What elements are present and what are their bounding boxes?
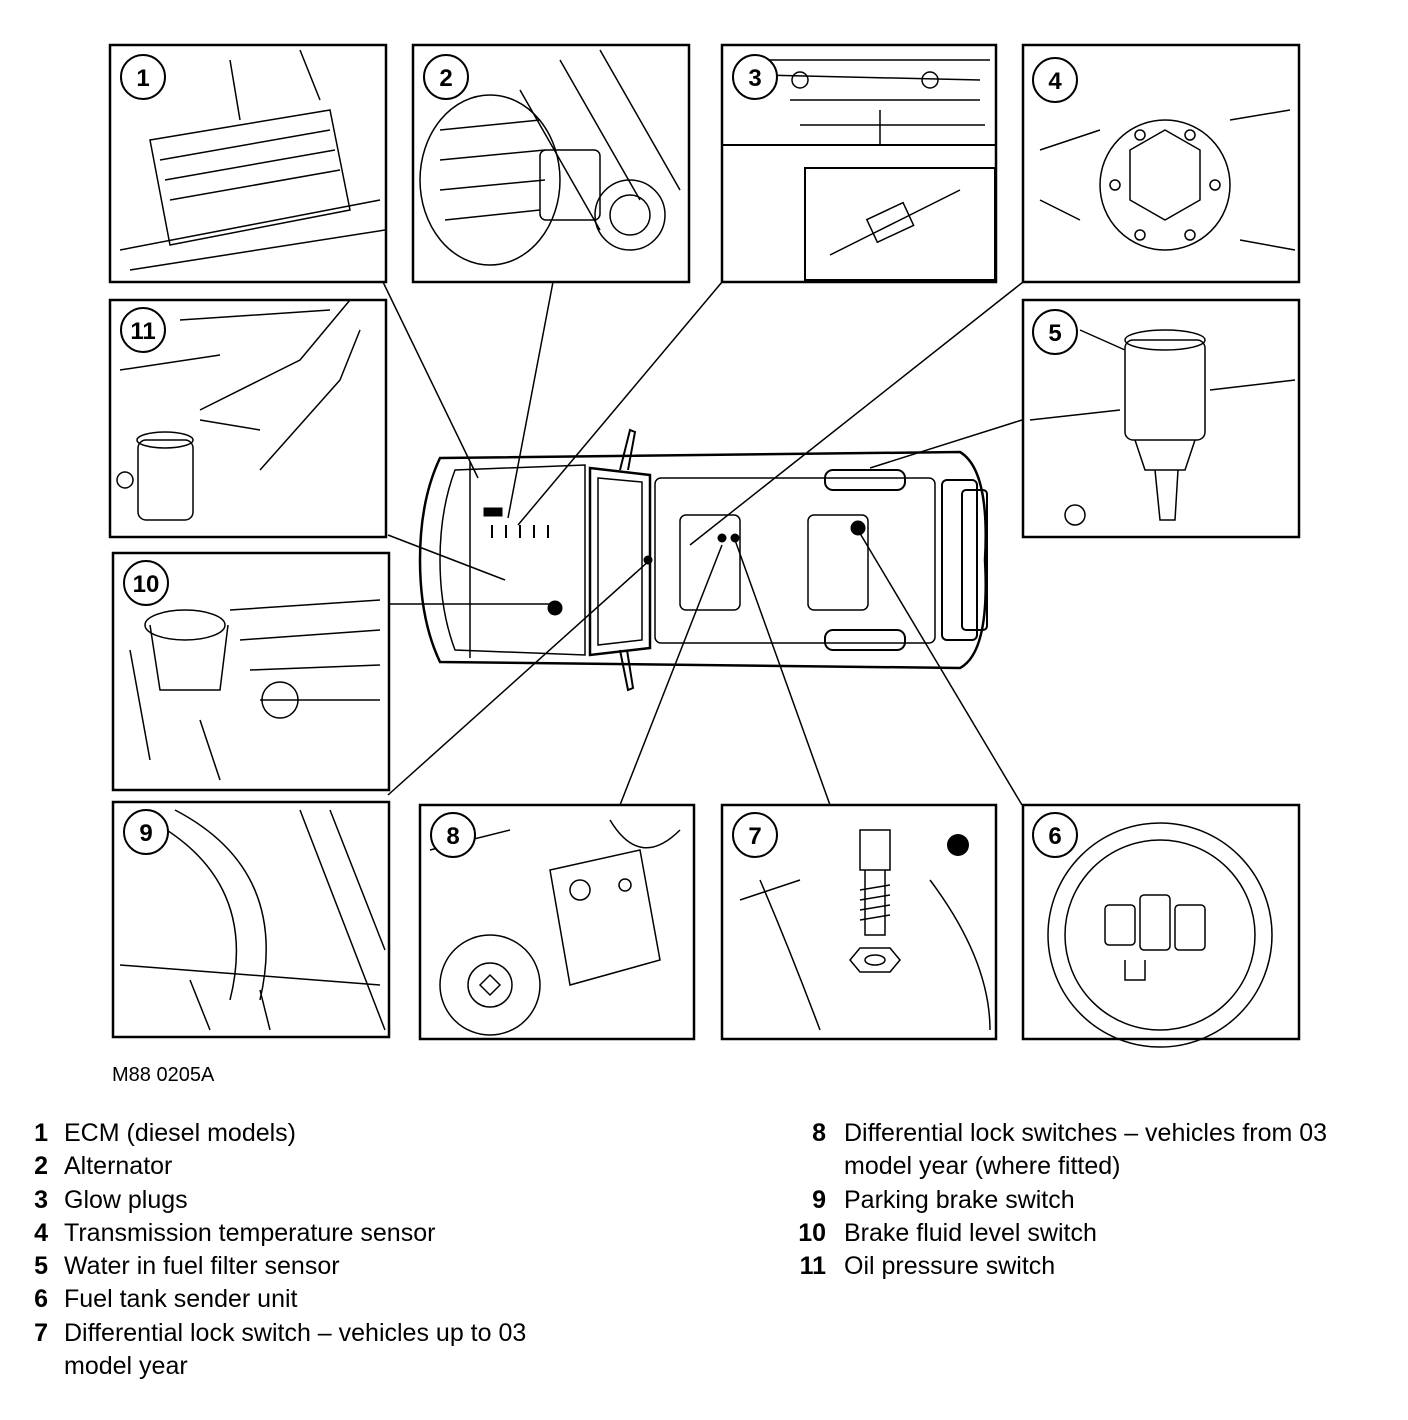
panel-5: 5: [1021, 298, 1301, 539]
panel-7: 7: [720, 803, 998, 1041]
panel-11: 11: [108, 298, 388, 539]
vehicle-top-view: [418, 428, 988, 692]
panel-2: 2: [411, 43, 691, 284]
leader-line-9: [387, 559, 651, 796]
leader-line-5: [869, 419, 1023, 469]
panel-number-5: 5: [1048, 320, 1061, 347]
panel-number-7: 7: [748, 823, 761, 850]
leader-line-4: [689, 281, 1024, 546]
panel-4: 4: [1021, 43, 1301, 284]
leader-line-11: [387, 534, 506, 581]
component-location-diagram: 1 2 3: [108, 43, 1301, 1048]
panel-number-10: 10: [133, 571, 160, 598]
panel-1: 1: [108, 43, 388, 284]
panel-8: 8: [418, 803, 696, 1041]
panel-number-1: 1: [136, 65, 149, 92]
leader-line-1: [382, 281, 479, 479]
leader-line-7: [734, 539, 831, 806]
legend-item: model year (where fitted): [844, 1152, 1121, 1181]
panel-number-11: 11: [130, 318, 155, 345]
panel-3: 3: [720, 43, 998, 284]
panel-10: 10: [111, 551, 391, 792]
panel-number-4: 4: [1048, 68, 1062, 95]
leader-line-2: [507, 281, 554, 519]
figure-reference-code: M88 0205A: [112, 1064, 215, 1086]
panel-9: 9: [111, 800, 391, 1039]
panel-number-8: 8: [446, 823, 459, 850]
panel-number-6: 6: [1048, 823, 1061, 850]
panel-number-3: 3: [748, 65, 761, 92]
panel-6: 6: [1021, 803, 1301, 1048]
panel-number-9: 9: [139, 820, 152, 847]
leader-line-8: [619, 544, 723, 806]
leader-line-3: [517, 281, 723, 526]
legend-item: model year: [64, 1352, 188, 1381]
panel-number-2: 2: [439, 65, 452, 92]
leader-lines: [382, 281, 1024, 806]
